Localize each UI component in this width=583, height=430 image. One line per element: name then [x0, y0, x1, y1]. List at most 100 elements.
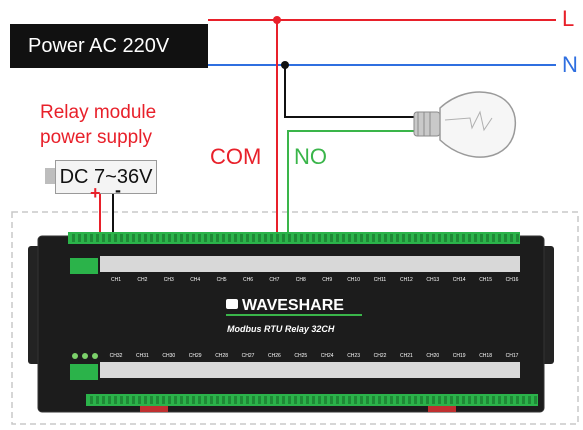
terminal-tooth — [258, 396, 261, 404]
top-channel-label: CH8 — [296, 277, 306, 283]
dc-plus-label: + — [90, 183, 101, 203]
terminal-tooth — [324, 234, 327, 242]
light-bulb-icon — [413, 91, 516, 158]
terminal-tooth — [492, 396, 495, 404]
com-label: COM — [210, 144, 262, 169]
no-wire — [287, 130, 422, 236]
terminal-tooth — [456, 234, 459, 242]
terminal-tooth — [120, 234, 123, 242]
no-label: NO — [294, 144, 327, 169]
top-channel-label: CH11 — [374, 277, 387, 283]
terminal-tooth — [216, 396, 219, 404]
bottom-channel-label: CH24 — [321, 353, 334, 359]
terminal-tooth — [450, 396, 453, 404]
bottom-channel-label: CH19 — [453, 353, 466, 359]
terminal-tooth — [534, 396, 537, 404]
terminal-tooth — [510, 396, 513, 404]
terminal-tooth — [234, 234, 237, 242]
terminal-tooth — [90, 396, 93, 404]
top-channel-label: CH3 — [164, 277, 174, 283]
top-channel-label: CH4 — [190, 277, 200, 283]
terminal-tooth — [456, 396, 459, 404]
terminal-tooth — [354, 234, 357, 242]
terminal-tooth — [438, 234, 441, 242]
bottom-channel-label: CH17 — [506, 353, 519, 359]
terminal-teeth — [72, 234, 537, 404]
terminal-tooth — [306, 234, 309, 242]
terminal-tooth — [306, 396, 309, 404]
model-name: Modbus RTU Relay 32CH — [227, 324, 335, 334]
terminal-tooth — [498, 234, 501, 242]
bottom-channel-label: CH21 — [400, 353, 413, 359]
terminal-tooth — [174, 396, 177, 404]
terminal-tooth — [102, 234, 105, 242]
terminal-tooth — [162, 396, 165, 404]
top-channel-label: CH10 — [347, 277, 360, 283]
terminal-tooth — [246, 234, 249, 242]
terminal-tooth — [138, 234, 141, 242]
top-channel-label: CH2 — [137, 277, 147, 283]
terminal-tooth — [342, 396, 345, 404]
terminal-tooth — [90, 234, 93, 242]
terminal-tooth — [258, 234, 261, 242]
terminal-tooth — [402, 234, 405, 242]
terminal-tooth — [528, 396, 531, 404]
terminal-tooth — [174, 234, 177, 242]
terminal-tooth — [192, 234, 195, 242]
terminal-tooth — [270, 396, 273, 404]
enclosure-outline — [11, 211, 579, 425]
terminal-tooth — [444, 396, 447, 404]
terminal-tooth — [414, 234, 417, 242]
lamp-neutral-wire — [284, 65, 422, 118]
terminal-tooth — [72, 234, 75, 242]
bottom-channel-label: CH20 — [426, 353, 439, 359]
terminal-tooth — [162, 234, 165, 242]
dc-connector — [45, 168, 57, 184]
terminal-tooth — [372, 396, 375, 404]
terminal-tooth — [300, 396, 303, 404]
bottom-channel-label: CH31 — [136, 353, 149, 359]
terminal-tooth — [336, 234, 339, 242]
supply-caption-line1: Relay module — [40, 102, 157, 123]
terminal-tooth — [384, 396, 387, 404]
top-channel-label: CH6 — [243, 277, 253, 283]
terminal-tooth — [498, 396, 501, 404]
terminal-tooth — [468, 396, 471, 404]
terminal-tooth — [504, 396, 507, 404]
terminal-tooth — [294, 234, 297, 242]
terminal-tooth — [402, 396, 405, 404]
terminal-tooth — [132, 396, 135, 404]
terminal-tooth — [204, 396, 207, 404]
terminal-tooth — [408, 396, 411, 404]
terminal-tooth — [378, 234, 381, 242]
top-channel-label: CH1 — [111, 277, 121, 283]
terminal-tooth — [96, 234, 99, 242]
terminal-tooth — [234, 396, 237, 404]
top-channel-label: CH16 — [506, 277, 519, 283]
terminal-tooth — [288, 234, 291, 242]
terminal-tooth — [342, 234, 345, 242]
terminal-tooth — [168, 234, 171, 242]
terminal-tooth — [240, 396, 243, 404]
terminal-tooth — [426, 234, 429, 242]
terminal-tooth — [426, 396, 429, 404]
top-channel-label: CH5 — [217, 277, 227, 283]
neutral-label: N — [562, 52, 578, 77]
terminal-tooth — [432, 234, 435, 242]
terminal-tooth — [516, 234, 519, 242]
terminal-tooth — [198, 396, 201, 404]
terminal-tooth — [222, 396, 225, 404]
bottom-channel-label: CH28 — [215, 353, 228, 359]
bottom-channel-label: CH29 — [189, 353, 202, 359]
terminal-tooth — [516, 396, 519, 404]
terminal-tooth — [348, 396, 351, 404]
terminal-tooth — [312, 234, 315, 242]
terminal-tooth — [510, 234, 513, 242]
live-label: L — [562, 6, 575, 31]
top-channel-label: CH12 — [400, 277, 413, 283]
terminal-tooth — [324, 396, 327, 404]
terminal-tooth — [138, 396, 141, 404]
terminal-tooth — [480, 234, 483, 242]
terminal-tooth — [210, 234, 213, 242]
terminal-tooth — [474, 234, 477, 242]
